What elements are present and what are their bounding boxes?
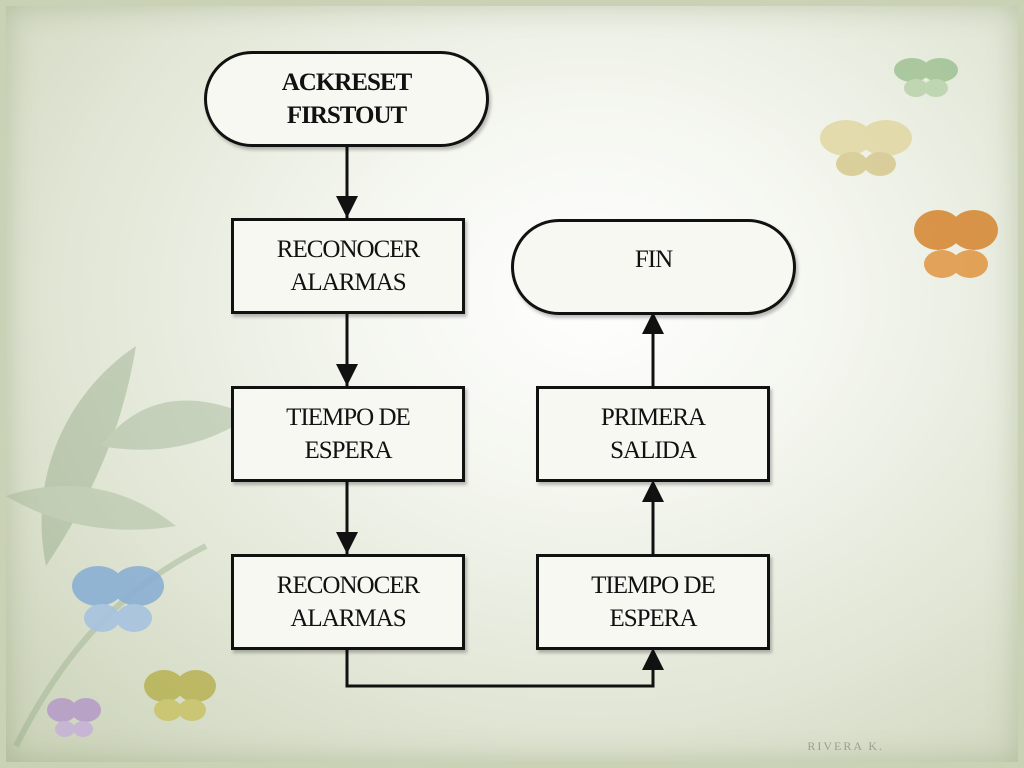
arrowhead-up: [642, 312, 664, 334]
butterfly-icon: [894, 58, 958, 97]
butterfly-icon: [144, 670, 216, 721]
arrowhead-down: [336, 364, 358, 386]
node-label: RECONOCER ALARMAS: [276, 572, 420, 632]
background-decoration: [6, 58, 998, 748]
node-label: FIN: [634, 245, 673, 273]
node-label: RECONOCER ALARMAS: [276, 236, 420, 296]
arrowhead-down: [336, 532, 358, 554]
node-label: TIEMPO DE ESPERA: [591, 572, 716, 632]
arrowhead-up: [642, 648, 664, 670]
node-first-out: PRIMERA SALIDA: [536, 386, 770, 482]
author-footer: RIVERA K.: [807, 739, 884, 753]
node-wait-time-2: TIEMPO DE ESPERA: [536, 554, 770, 650]
butterfly-icon: [820, 120, 912, 176]
butterfly-icon: [47, 698, 101, 737]
node-start: ACKRESET FIRSTOUT: [204, 51, 489, 147]
node-label: ACKRESET FIRSTOUT: [281, 69, 413, 129]
node-label: PRIMERA SALIDA: [600, 404, 706, 464]
butterfly-icon: [72, 566, 164, 632]
slide: ACKRESET FIRSTOUT RECONOCER ALARMAS TIEM…: [6, 6, 1018, 762]
leaf-decoration: [6, 346, 251, 748]
butterfly-icon: [914, 210, 998, 278]
node-wait-time-1: TIEMPO DE ESPERA: [231, 386, 465, 482]
node-recognize-alarms-2: RECONOCER ALARMAS: [231, 554, 465, 650]
arrowhead-down: [336, 196, 358, 218]
connector-recognize-to-wait-right: [345, 648, 655, 688]
node-label: TIEMPO DE ESPERA: [286, 404, 411, 464]
node-recognize-alarms-1: RECONOCER ALARMAS: [231, 218, 465, 314]
arrowhead-up: [642, 480, 664, 502]
flow-connectors: [336, 146, 664, 688]
node-end: FIN: [511, 219, 796, 315]
